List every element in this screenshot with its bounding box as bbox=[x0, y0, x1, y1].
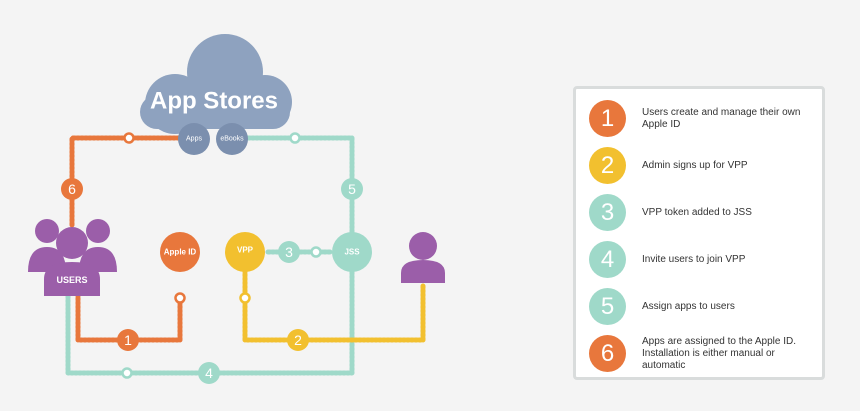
step-badge-3: 3 bbox=[278, 241, 300, 263]
step-badge-5: 5 bbox=[341, 178, 363, 200]
path-mint-5 bbox=[245, 135, 355, 235]
legend-text: Users create and manage their own Apple … bbox=[642, 106, 801, 130]
ring-orange-appleid bbox=[174, 292, 186, 304]
legend-text: Assign apps to users bbox=[642, 300, 735, 312]
ebooks-bubble bbox=[216, 123, 248, 155]
legend-text: Apps are assigned to the Apple ID. Insta… bbox=[642, 335, 796, 371]
legend-number-badge: 2 bbox=[589, 147, 626, 184]
vpp-node: VPP bbox=[225, 232, 265, 272]
users-group-icon: USERS bbox=[28, 219, 117, 296]
admin-user-icon bbox=[401, 232, 445, 283]
step-badge-1: 1 bbox=[117, 329, 139, 351]
svg-text:1: 1 bbox=[124, 332, 132, 348]
legend-text: Admin signs up for VPP bbox=[642, 159, 748, 171]
ebooks-label: eBooks bbox=[220, 136, 244, 143]
apps-bubble bbox=[178, 123, 210, 155]
step-badge-4: 4 bbox=[198, 362, 220, 384]
legend-text: VPP token added to JSS bbox=[642, 206, 752, 218]
ring-yellow-vpp bbox=[239, 292, 251, 304]
vpp-workflow-diagram: App Stores Apps eBooks USERS Apple ID VP… bbox=[28, 34, 445, 384]
jss-label: JSS bbox=[344, 248, 360, 257]
legend-item-3: 3 VPP token added to JSS bbox=[576, 189, 822, 236]
ring-mint-cloud bbox=[289, 132, 301, 144]
legend-number-badge: 4 bbox=[589, 241, 626, 278]
ring-mint-jss bbox=[310, 246, 322, 258]
users-label: USERS bbox=[56, 275, 87, 285]
ring-mint-users bbox=[121, 367, 133, 379]
jss-node: JSS bbox=[332, 232, 372, 272]
legend-number-badge: 3 bbox=[589, 194, 626, 231]
legend-item-6: 6 Apps are assigned to the Apple ID. Inst… bbox=[576, 330, 822, 377]
path-mint-4 bbox=[65, 269, 355, 376]
svg-text:3: 3 bbox=[285, 244, 293, 260]
path-orange-6 bbox=[69, 135, 191, 228]
cloud-label: App Stores bbox=[150, 88, 278, 115]
path-yellow-2 bbox=[242, 267, 426, 343]
apple-id-node: Apple ID bbox=[160, 232, 200, 272]
app-stores-cloud: App Stores Apps eBooks bbox=[140, 34, 292, 155]
legend-text: Invite users to join VPP bbox=[642, 253, 746, 265]
svg-text:4: 4 bbox=[205, 365, 213, 381]
appleid-label: Apple ID bbox=[164, 248, 197, 257]
svg-text:2: 2 bbox=[294, 332, 302, 348]
legend-number-badge: 6 bbox=[589, 335, 626, 372]
legend-panel: 1 Users create and manage their own Apple… bbox=[573, 86, 825, 380]
connector-rings bbox=[121, 132, 322, 379]
vpp-label: VPP bbox=[237, 246, 254, 255]
ring-orange-cloud bbox=[123, 132, 135, 144]
svg-text:5: 5 bbox=[348, 181, 356, 197]
legend-item-1: 1 Users create and manage their own Apple… bbox=[576, 95, 822, 142]
legend-number-badge: 5 bbox=[589, 288, 626, 325]
step-badge-2: 2 bbox=[287, 329, 309, 351]
legend-number-badge: 1 bbox=[589, 100, 626, 137]
legend-item-2: 2 Admin signs up for VPP bbox=[576, 142, 822, 189]
legend-item-5: 5 Assign apps to users bbox=[576, 283, 822, 330]
apps-label: Apps bbox=[186, 136, 202, 143]
legend-item-4: 4 Invite users to join VPP bbox=[576, 236, 822, 283]
step-badge-6: 6 bbox=[61, 178, 83, 200]
svg-text:6: 6 bbox=[68, 181, 76, 197]
